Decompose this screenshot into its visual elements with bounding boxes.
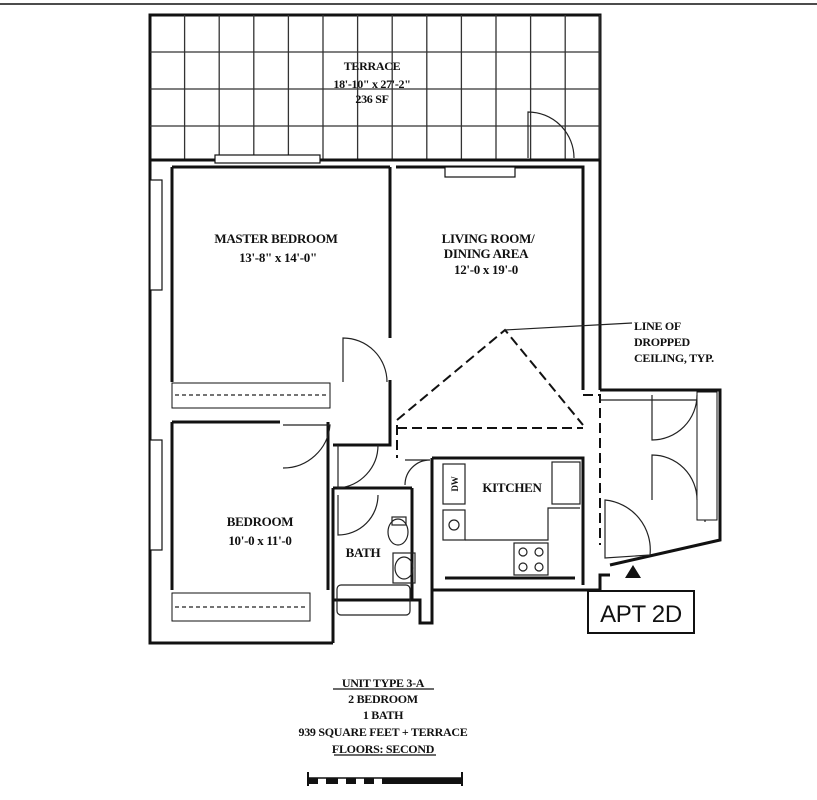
living-room-name-line2: DINING AREA	[444, 246, 529, 261]
scale-bar-segment	[346, 778, 356, 784]
master-bedroom-door-swing	[342, 337, 388, 383]
unit-floors: FLOORS: SECOND	[332, 742, 435, 756]
apartment-label: APT 2D	[600, 601, 682, 628]
unit-baths: 1 BATH	[363, 708, 404, 722]
kitchen-wall	[432, 456, 585, 585]
burner-4	[534, 562, 544, 572]
living-room-wall	[396, 165, 585, 390]
scale-bar-segment	[382, 778, 462, 784]
bedroom-dimensions: 10'-0 x 11'-0	[228, 533, 291, 548]
refrigerator	[551, 461, 581, 505]
master-bedroom-window	[149, 179, 163, 291]
living-room-name-line1: LIVING ROOM/	[442, 231, 536, 246]
hall-wall	[333, 380, 392, 447]
unit-size: 939 SQUARE FEET + TERRACE	[299, 725, 468, 739]
bathtub	[336, 584, 411, 616]
bath-door-swing	[337, 494, 379, 536]
dropped-ceiling-lines	[396, 322, 633, 545]
dishwasher-label: DW	[450, 476, 460, 491]
bedroom-door-swing	[282, 424, 331, 469]
terrace-tile-grid	[150, 15, 601, 160]
bedroom-window	[149, 439, 163, 551]
callout-leader-line	[504, 322, 633, 331]
callout-line2: DROPPED	[634, 335, 691, 349]
apartment-label-box	[587, 590, 695, 634]
burner-2	[534, 547, 544, 557]
scale-bar	[307, 772, 463, 786]
closets	[171, 382, 718, 622]
toilet-tank	[391, 516, 407, 526]
terrace-area: 236 SF	[355, 92, 388, 106]
dishwasher	[442, 463, 466, 505]
callout-line3: CEILING, TYP.	[634, 351, 714, 365]
master-bedroom-name: MASTER BEDROOM	[214, 231, 337, 246]
master-bedroom-terrace-window	[214, 154, 321, 164]
foyer-closet-shelf	[696, 391, 718, 521]
callout-line1: LINE OF	[634, 319, 681, 333]
foyer-closet-wall	[600, 388, 722, 567]
burner-1	[518, 547, 528, 557]
entry-arrow-icon	[625, 565, 641, 578]
bath-name: BATH	[346, 545, 381, 560]
living-room-window	[444, 166, 516, 178]
kitchen-name: KITCHEN	[482, 480, 542, 495]
closet-door-swing-lower	[651, 454, 698, 501]
master-closet	[171, 382, 331, 409]
outer-wall-west	[148, 160, 333, 645]
toilet	[387, 518, 409, 546]
kitchen-sink-drain	[448, 519, 460, 531]
unit-type: UNIT TYPE 3-A	[342, 676, 425, 690]
unit-bedrooms: 2 BEDROOM	[348, 692, 418, 706]
terrace-name: TERRACE	[344, 59, 401, 73]
sink-counter	[392, 552, 416, 584]
master-bedroom-dimensions: 13'-8" x 14'-0"	[239, 250, 317, 265]
windows	[149, 154, 516, 551]
scale-bar-segment	[326, 778, 338, 784]
bath-fixtures	[336, 516, 416, 616]
terrace: TERRACE 18'-10" x 27'-2" 236 SF	[148, 13, 602, 162]
scale-bar-segment	[308, 778, 318, 784]
kitchen-door-swing	[404, 459, 431, 486]
doors	[282, 337, 698, 559]
kitchen-counter-line	[465, 507, 580, 541]
terrace-dimensions: 18'-10" x 27'-2"	[333, 77, 410, 91]
terrace-door-swing	[527, 111, 575, 159]
kitchen-fixtures	[442, 461, 581, 576]
hall-door-swing	[337, 444, 379, 489]
living-room-dimensions: 12'-0 x 19'-0	[454, 262, 518, 277]
outer-wall-south	[331, 573, 610, 643]
burner-3	[518, 562, 528, 572]
dropped-ceiling-foyer	[583, 394, 601, 545]
sink-basin	[394, 556, 414, 580]
bedroom-name: BEDROOM	[227, 514, 294, 529]
kitchen-sink	[442, 509, 466, 541]
entry-door-swing	[604, 499, 651, 559]
unit-info: UNIT TYPE 3-A 2 BEDROOM 1 BATH 939 SQUAR…	[299, 676, 469, 756]
scale-bar-segment	[364, 778, 374, 784]
dropped-ceiling-peak	[396, 328, 584, 426]
cooktop	[513, 542, 549, 576]
closet-door-swing-upper	[651, 394, 698, 441]
